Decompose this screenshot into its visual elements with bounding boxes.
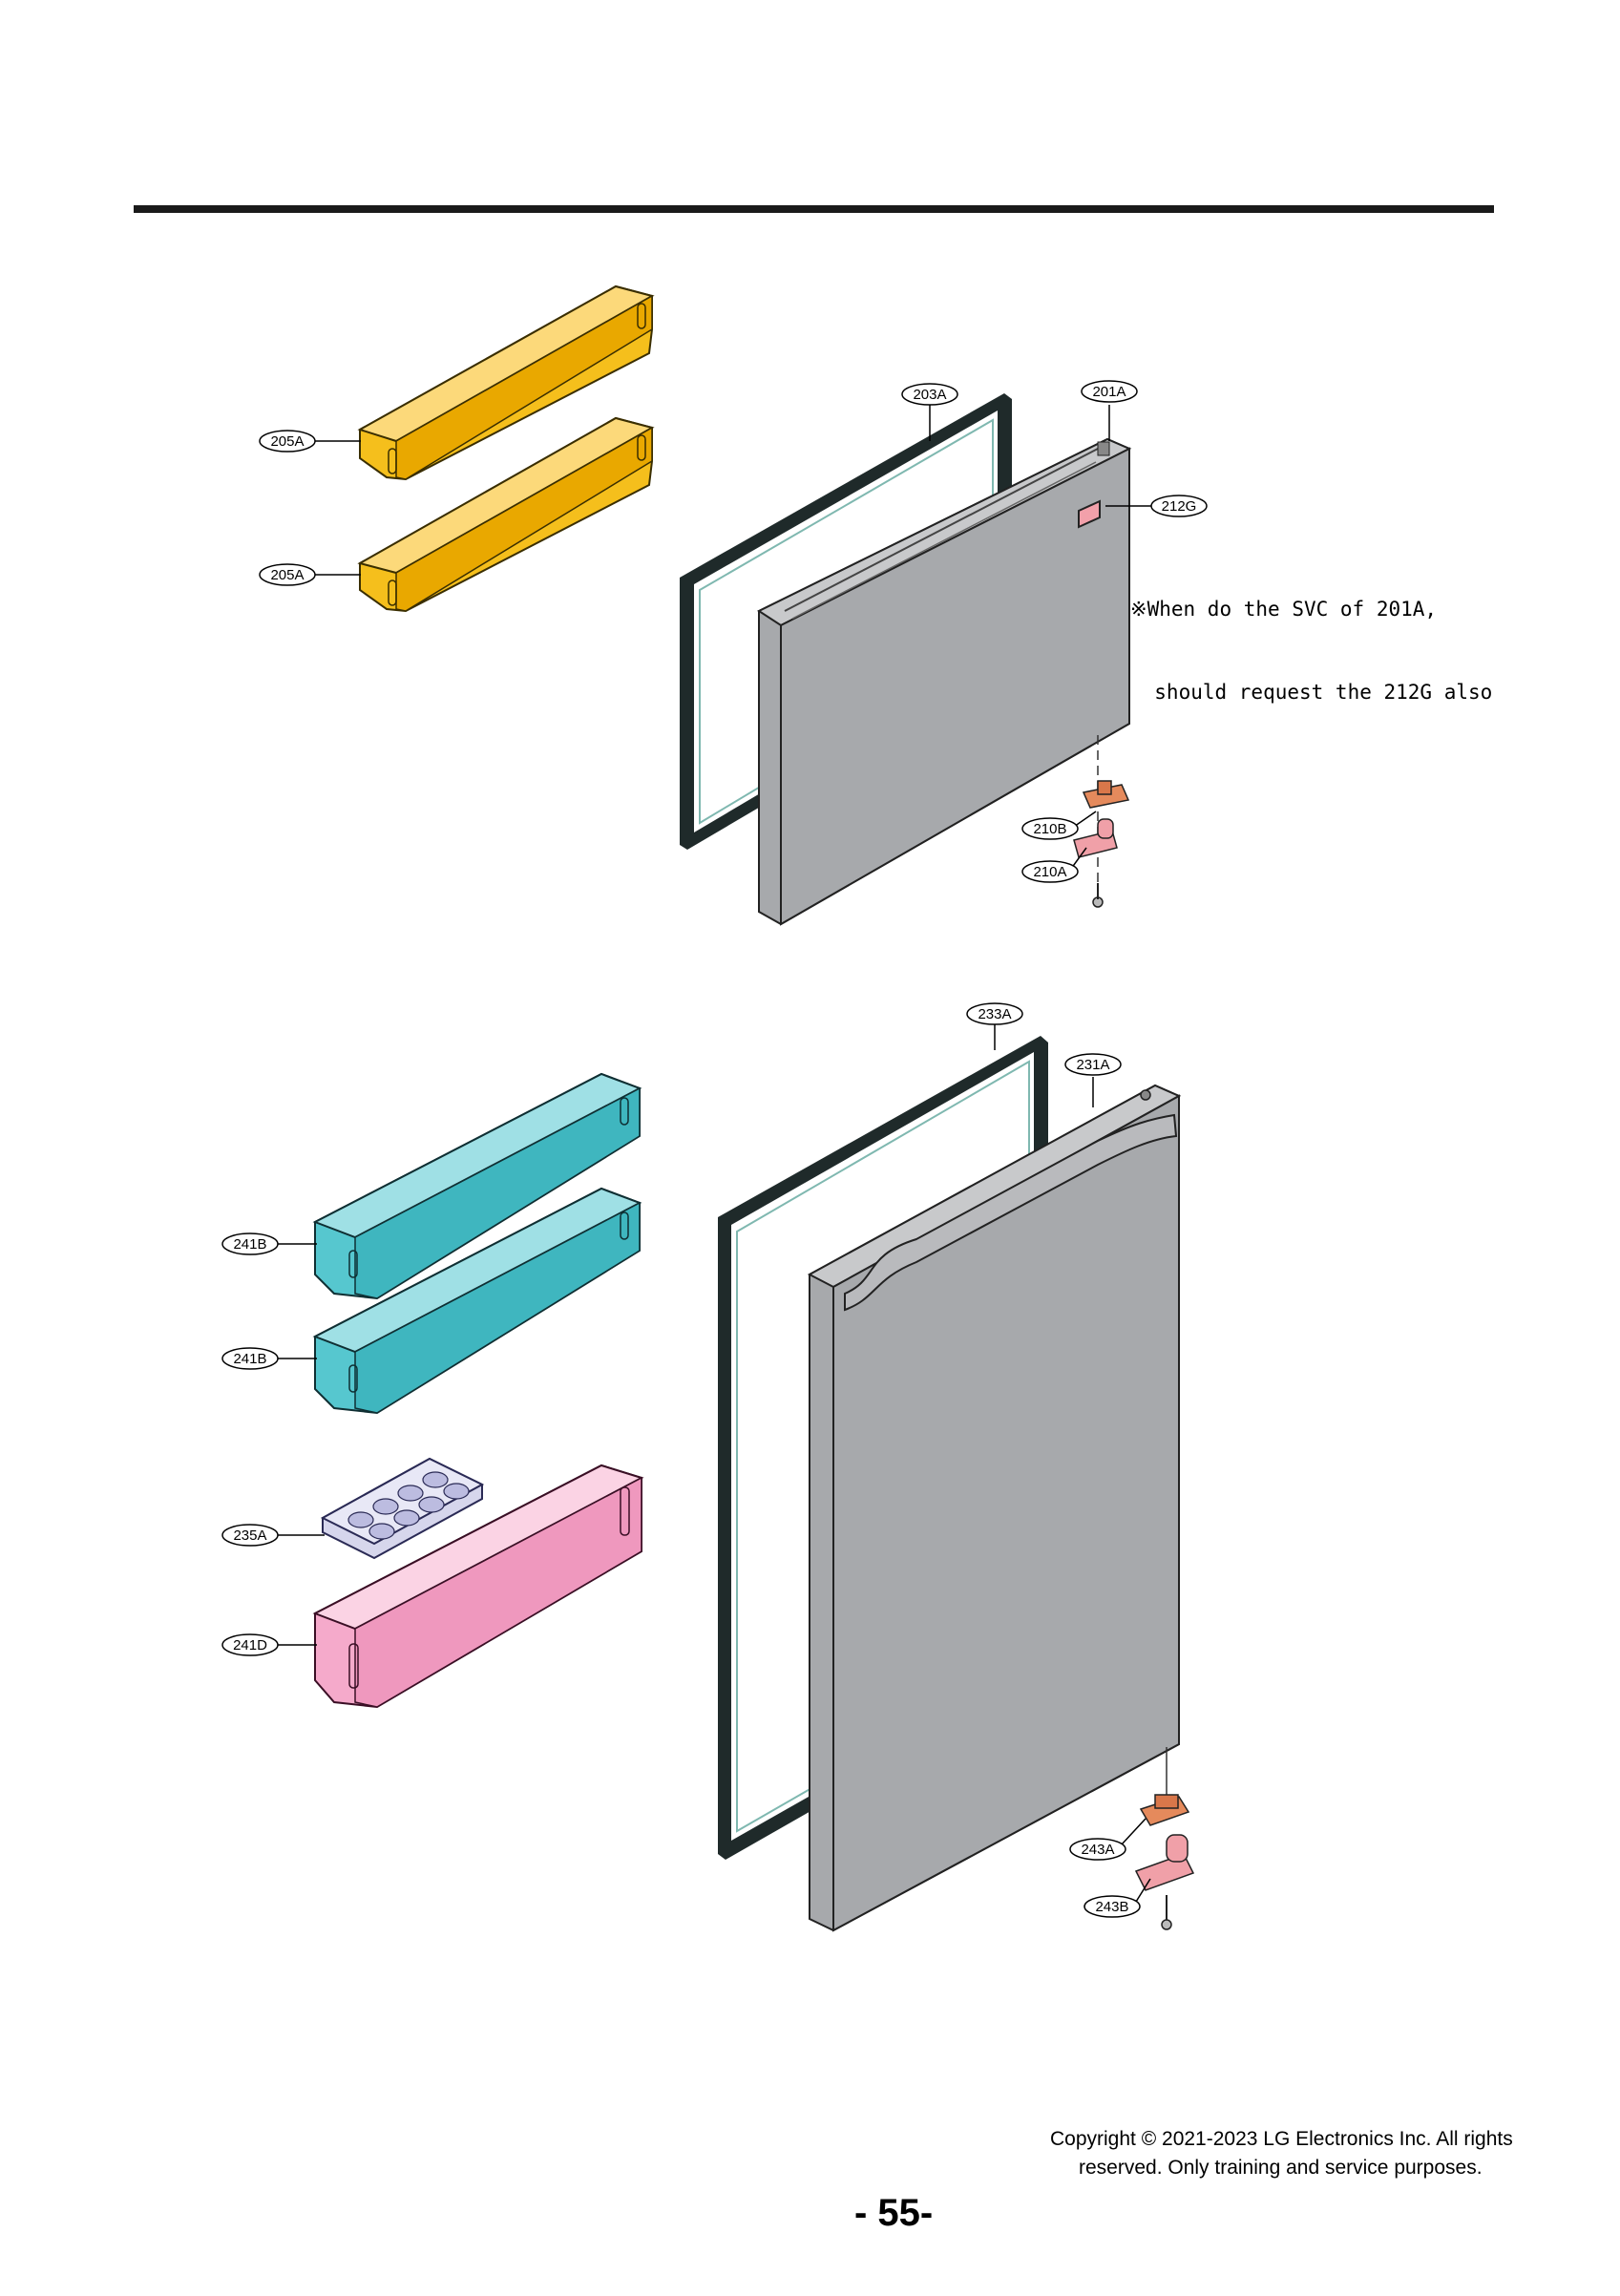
door-bin-205a-bottom xyxy=(357,416,655,613)
screw-lower xyxy=(1161,1895,1172,1930)
hinge-210a xyxy=(1073,818,1118,858)
callout-212g: 212G xyxy=(1162,498,1197,515)
callout-210a: 210A xyxy=(1033,864,1066,880)
service-note-line-1: ※When do the SVC of 201A, xyxy=(1130,598,1438,621)
callout-241d: 241D xyxy=(233,1637,267,1654)
callout-bubbles xyxy=(221,380,1208,1918)
callout-233a: 233A xyxy=(978,1006,1011,1022)
callout-205a-bottom: 205A xyxy=(270,567,304,583)
copyright-line-2: reserved. Only training and service purp… xyxy=(1079,2157,1483,2179)
screw-upper xyxy=(1092,883,1104,908)
callout-210b: 210B xyxy=(1033,821,1066,837)
header-rule xyxy=(134,205,1494,213)
callout-241b-bottom: 241B xyxy=(233,1351,266,1367)
service-note: ※When do the SVC of 201A, should request… xyxy=(1130,540,1492,734)
door-bin-205a-top xyxy=(357,284,655,481)
door-bin-241b-bottom xyxy=(312,1187,642,1415)
label-plate-212g xyxy=(1078,499,1101,529)
egg-tray-235a xyxy=(320,1457,485,1560)
hinge-243b xyxy=(1134,1834,1195,1891)
hinge-210b xyxy=(1082,780,1130,809)
callout-205a-top: 205A xyxy=(270,433,304,450)
callout-231a: 231A xyxy=(1076,1057,1109,1073)
copyright-notice: Copyright © 2021-2023 LG Electronics Inc… xyxy=(1050,2125,1604,2182)
callout-243b: 243B xyxy=(1095,1899,1128,1915)
service-note-line-2: should request the 212G also xyxy=(1130,681,1493,704)
callout-235a: 235A xyxy=(233,1527,266,1544)
freezer-door-201a xyxy=(756,437,1132,926)
page-number: - 55- xyxy=(854,2192,934,2234)
door-bin-241d xyxy=(312,1464,644,1709)
door-bin-241b-top xyxy=(312,1072,642,1300)
copyright-line-1: Copyright © 2021-2023 LG Electronics Inc… xyxy=(1050,2128,1513,2150)
callout-241b-top: 241B xyxy=(233,1236,266,1253)
callout-201a: 201A xyxy=(1092,384,1126,400)
refrigerator-door-231a xyxy=(807,1084,1182,1932)
callout-203a: 203A xyxy=(913,387,946,403)
callout-243a: 243A xyxy=(1081,1842,1114,1858)
hinge-243a xyxy=(1139,1794,1190,1826)
